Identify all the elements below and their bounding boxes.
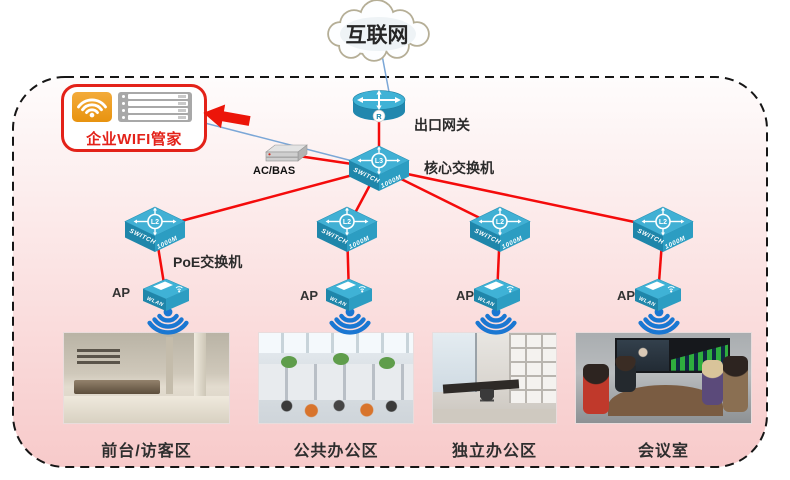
access-switch-2-icon: L2 SWITCH 1000M	[316, 206, 378, 252]
access-switch-4-icon: L2 SWITCH 1000M	[632, 206, 694, 252]
photo-private-office	[432, 332, 557, 424]
wifi-app-icon	[72, 92, 112, 122]
access-chip-label: L2	[496, 219, 504, 226]
access-switch-1-icon: L2 SWITCH 1000M	[124, 206, 186, 252]
gateway-router-icon: R	[352, 90, 406, 123]
zone-label-lobby: 前台/访客区	[101, 443, 192, 460]
switch-arrowheads	[357, 146, 401, 175]
access-chip-label: L2	[343, 219, 351, 226]
wifi-glyph	[77, 98, 107, 117]
internet-label: 互联网	[346, 24, 409, 47]
gateway-label: 出口网关	[414, 117, 470, 133]
server-row	[122, 115, 188, 120]
photo-office-lobby	[63, 332, 230, 424]
router-badge: R	[376, 112, 382, 121]
access-chip-label: L2	[659, 219, 667, 226]
cloud-shading	[340, 17, 416, 51]
internet-cloud: 互联网	[327, 0, 430, 62]
link-core-switch-4	[378, 166, 664, 230]
access-switch-3-icon: L2 SWITCH 1000M	[469, 206, 531, 252]
link-core-switch-1	[154, 166, 380, 230]
ap-label-3: AP	[456, 288, 475, 303]
zone-label-meeting-room: 会议室	[637, 443, 689, 460]
link-internet-gateway	[381, 54, 390, 93]
acbas-appliance-icon	[265, 144, 308, 162]
ap-device-2-icon: WLAN	[325, 278, 373, 311]
ap-device-4-icon: WLAN	[634, 278, 682, 311]
ap-device-1-icon: WLAN	[142, 278, 190, 311]
ap-device-3-icon: WLAN	[473, 278, 521, 311]
wifi-manager-icons	[72, 92, 202, 124]
core-switch-label: 核心交换机	[424, 160, 494, 176]
photo-open-office	[258, 332, 414, 424]
ap-label-4: AP	[617, 288, 636, 303]
router-arrows-icon	[362, 93, 396, 107]
access-chip-label: L2	[151, 219, 159, 226]
zone-label-open-office: 公共办公区	[293, 443, 379, 460]
wifi-manager-callout: 企业WIFI管家	[61, 84, 207, 152]
photo-meeting-room	[575, 332, 752, 424]
server-row	[122, 101, 188, 106]
ap-label-1: AP	[112, 285, 131, 300]
core-switch-icon: L3 SWITCH 1000M	[348, 145, 410, 191]
ap-label-2: AP	[300, 288, 319, 303]
callout-arrow-icon	[203, 104, 251, 129]
poe-switch-label: PoE交换机	[173, 254, 243, 270]
server-row	[122, 108, 188, 113]
wifi-manager-label: 企业WIFI管家	[86, 131, 182, 148]
zone-label-private-office: 独立办公区	[451, 443, 537, 460]
server-rack-icon	[118, 92, 192, 122]
core-chip-label: L3	[375, 158, 383, 165]
router-arrowheads	[357, 90, 401, 110]
server-row	[122, 94, 188, 99]
acbas-label: AC/BAS	[253, 165, 296, 177]
